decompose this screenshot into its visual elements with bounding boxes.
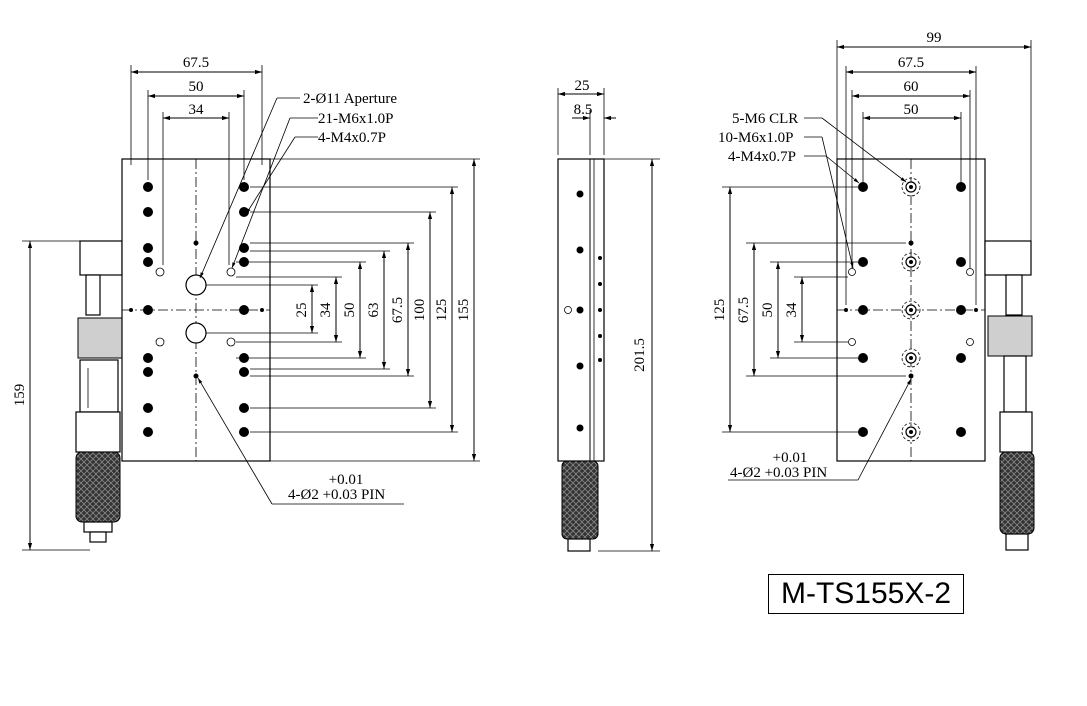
bottom-view: 99 67.5 60 50 125 67.5 50 34 5-M6 CLR — [712, 30, 1035, 551]
front-dim-top-3: 34 — [189, 102, 205, 118]
side-dim-201-5: 201.5 — [632, 338, 648, 372]
front-dim-right-25: 25 — [294, 303, 310, 318]
front-dim-right-155: 155 — [456, 299, 472, 322]
model-label: M-TS155X-2 — [768, 574, 964, 614]
front-callout-m6: 21-M6x1.0P — [318, 111, 393, 127]
front-dim-right-34: 34 — [318, 302, 334, 318]
side-dim-25: 25 — [575, 78, 590, 94]
front-dim-right-63: 63 — [366, 303, 382, 318]
front-holes — [129, 182, 264, 437]
bottom-callout-m4: 4-M4x0.7P — [728, 149, 796, 165]
front-dim-right-125: 125 — [434, 299, 450, 322]
bottom-dim-125: 125 — [712, 299, 728, 322]
front-dim-right-50: 50 — [342, 303, 358, 318]
micrometer-left — [75, 240, 123, 543]
bottom-dim-60: 60 — [904, 79, 919, 95]
side-dim-8-5: 8.5 — [574, 102, 593, 118]
bottom-callout-m6: 10-M6x1.0P — [718, 130, 793, 146]
bottom-dim-50-left: 50 — [760, 303, 776, 318]
bottom-pin-tol: +0.01 — [773, 450, 808, 466]
bottom-dim-99: 99 — [927, 30, 942, 46]
front-dim-right-100: 100 — [412, 299, 428, 322]
bottom-dim-67-5-left: 67.5 — [736, 297, 752, 323]
front-callout-aperture: 2-Ø11 Aperture — [303, 91, 397, 107]
side-view: 25 8.5 201.5 — [557, 78, 660, 552]
front-view: 67.5 50 34 155 125 100 67.5 63 50 — [12, 55, 480, 551]
bottom-pin-note: 4-Ø2 +0.03 PIN — [730, 465, 827, 481]
bottom-callout-clr: 5-M6 CLR — [732, 111, 798, 127]
bottom-dim-50: 50 — [904, 102, 919, 118]
front-dim-left-159: 159 — [12, 384, 28, 407]
front-pin-tol: +0.01 — [329, 472, 364, 488]
front-dim-top-1: 67.5 — [183, 55, 209, 71]
front-pin-note: 4-Ø2 +0.03 PIN — [288, 487, 385, 503]
front-dim-right-67-5: 67.5 — [390, 297, 406, 323]
bottom-holes — [844, 177, 978, 442]
bottom-dim-67-5: 67.5 — [898, 55, 924, 71]
front-callout-m4: 4-M4x0.7P — [318, 130, 386, 146]
micrometer-right — [984, 240, 1035, 551]
front-dim-top-2: 50 — [189, 79, 204, 95]
bottom-dim-34-left: 34 — [784, 302, 800, 318]
